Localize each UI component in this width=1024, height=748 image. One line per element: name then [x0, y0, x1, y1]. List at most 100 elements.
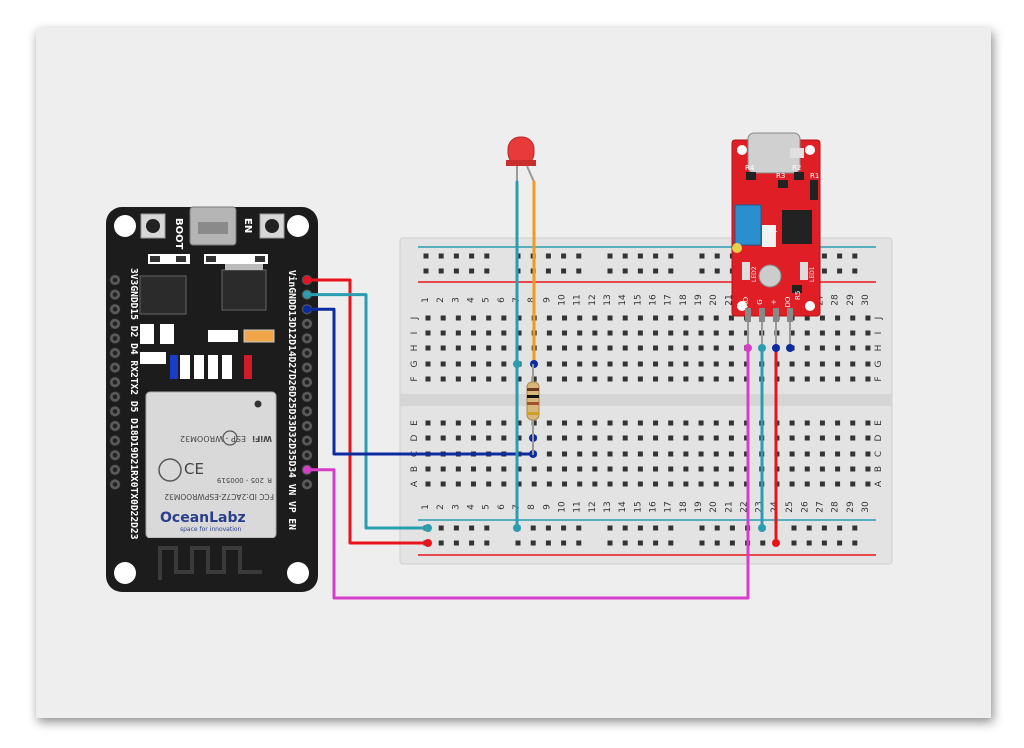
breadboard-hole	[698, 345, 704, 351]
esp32-header-pin-center	[304, 379, 310, 385]
brand-name: OceanLabz	[160, 510, 246, 526]
breadboard-hole	[440, 481, 446, 487]
rail-hole	[607, 525, 613, 531]
breadboard-hole	[546, 435, 552, 441]
wire-endpoint	[303, 305, 311, 314]
column-number: 15	[633, 294, 643, 305]
column-number: 9	[542, 504, 552, 510]
breadboard-hole	[592, 345, 598, 351]
breadboard-hole	[486, 435, 492, 441]
sensor-mount-hole-1	[737, 145, 747, 155]
breadboard-hole	[668, 435, 674, 441]
column-number: 30	[861, 501, 871, 513]
label-led1: LED1	[809, 266, 816, 282]
smd-res	[140, 352, 166, 364]
esp32-left-pin-labels: 3V3GNDD15 D2 D4 RX2TX2 D5 D18D19D21RX0TX…	[128, 268, 139, 540]
column-number: 15	[633, 501, 643, 512]
rail-hole	[453, 525, 459, 531]
breadboard-hole	[835, 435, 841, 441]
breadboard-hole	[819, 466, 825, 472]
esp32-header-pin-center	[112, 438, 118, 443]
breadboard-hole	[850, 435, 856, 441]
breadboard-hole	[865, 330, 871, 336]
breadboard-hole	[668, 376, 674, 382]
row-letter: J	[874, 317, 884, 321]
rail-hole	[438, 253, 444, 259]
breadboard-hole	[698, 330, 704, 336]
column-number: 13	[603, 501, 613, 512]
rail-hole	[622, 540, 628, 546]
breadboard-hole	[562, 345, 568, 351]
breadboard-hole	[486, 345, 492, 351]
led1-chip	[800, 262, 808, 280]
column-number: 19	[694, 501, 704, 513]
breadboard-hole	[804, 345, 810, 351]
mount-hole-tr	[287, 215, 309, 237]
breadboard-hole	[622, 330, 628, 336]
esp32-header-pin-center	[304, 350, 310, 356]
column-number: 19	[694, 294, 704, 306]
column-number: 18	[679, 501, 689, 513]
rail-hole	[469, 525, 475, 531]
breadboard-hole	[440, 345, 446, 351]
esp32-header-pin-center	[112, 482, 118, 487]
breadboard-hole	[683, 361, 689, 367]
rail-hole	[637, 268, 643, 274]
breadboard-hole	[789, 361, 795, 367]
breadboard-hole	[425, 466, 431, 472]
breadboard-hole	[698, 481, 704, 487]
esp32-header-pin-center	[304, 365, 310, 370]
column-number: 1	[421, 297, 431, 303]
breadboard-hole	[471, 466, 477, 472]
breadboard-hole	[698, 466, 704, 472]
label-r2: R2	[792, 164, 801, 172]
breadboard-hole	[789, 481, 795, 487]
column-number: 2	[436, 297, 446, 303]
breadboard-hole	[455, 330, 461, 336]
breadboard-hole	[698, 435, 704, 441]
row-letter: C	[874, 451, 884, 457]
rail-hole	[438, 525, 444, 531]
esp32-header-pin-center	[304, 438, 310, 443]
pot-screw[interactable]	[732, 243, 742, 253]
esp32-header-pin-center	[112, 379, 118, 385]
breadboard-hole	[637, 435, 643, 441]
breadboard-hole	[713, 451, 719, 457]
breadboard-hole	[546, 345, 552, 351]
breadboard-hole	[531, 420, 537, 426]
breadboard-hole	[728, 345, 734, 351]
breadboard-hole	[819, 345, 825, 351]
breadboard-hole	[486, 481, 492, 487]
rail-hole	[837, 268, 843, 274]
column-number: 10	[558, 501, 568, 513]
breadboard-hole	[425, 361, 431, 367]
resistor-band	[527, 412, 539, 415]
breadboard-hole	[713, 420, 719, 426]
breadboard-hole	[592, 361, 598, 367]
column-number: 8	[527, 297, 537, 303]
column-number: 26	[800, 501, 810, 513]
smd-res	[180, 355, 190, 379]
column-number: 6	[497, 504, 507, 510]
breadboard-hole	[668, 420, 674, 426]
breadboard-hole	[577, 481, 583, 487]
breadboard-hole	[562, 466, 568, 472]
boot-button-cap	[146, 219, 160, 233]
breadboard-hole	[607, 466, 613, 472]
breadboard-hole	[713, 330, 719, 336]
row-letter: F	[410, 376, 420, 381]
smd-strip-1	[148, 254, 190, 264]
sensor-pin	[745, 308, 751, 322]
breadboard-hole	[637, 345, 643, 351]
breadboard-hole	[501, 330, 507, 336]
breadboard-hole	[592, 451, 598, 457]
rail-hole	[561, 268, 567, 274]
breadboard-hole	[819, 481, 825, 487]
column-number: 25	[785, 501, 795, 512]
resistor	[526, 364, 540, 455]
rail-hole	[576, 253, 582, 259]
wire-endpoint	[513, 360, 521, 368]
breadboard-hole	[440, 420, 446, 426]
potentiometer[interactable]	[734, 204, 762, 246]
